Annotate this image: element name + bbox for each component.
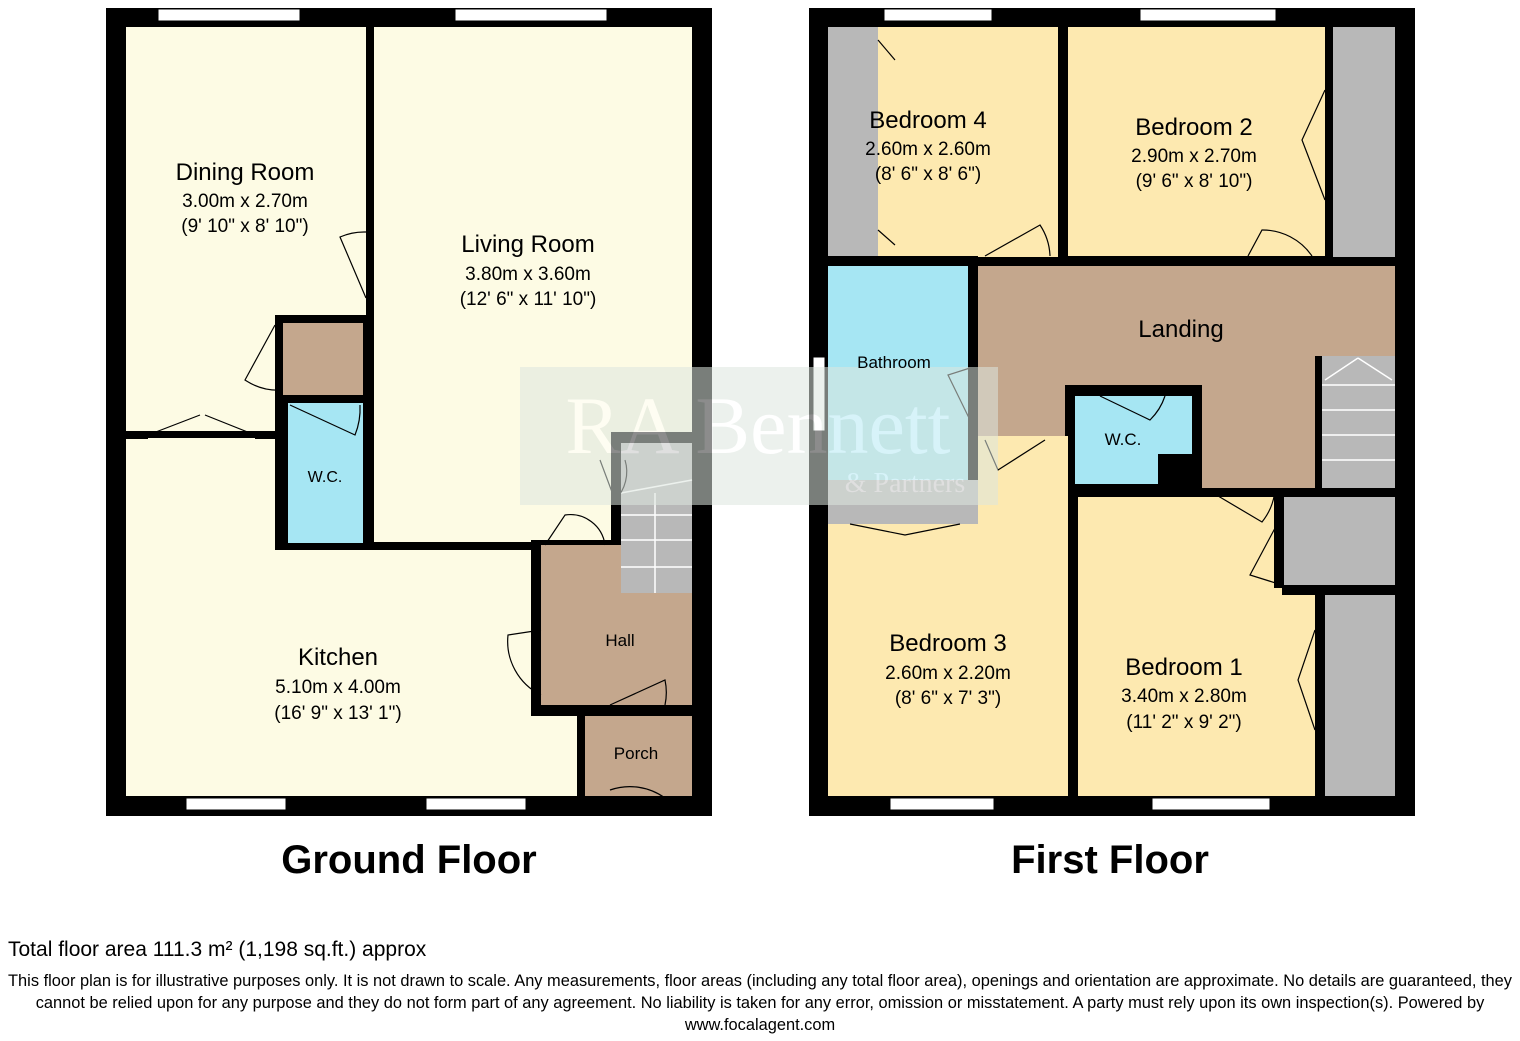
living-room-metric: 3.80m x 3.60m — [465, 264, 591, 285]
ground-wc-area — [288, 403, 363, 543]
bathroom-name: Bathroom — [857, 353, 931, 372]
door-porch — [609, 679, 667, 706]
bedroom2-wardrobe — [1333, 27, 1395, 257]
kitchen-metric: 5.10m x 4.00m — [275, 677, 401, 698]
window-bedroom1 — [1151, 797, 1271, 811]
first-wc-name: W.C. — [1105, 430, 1142, 449]
door-front — [609, 786, 667, 816]
watermark-main: RA Bennett — [566, 380, 951, 471]
bedroom2-metric: 2.90m x 2.70m — [1131, 146, 1257, 167]
total-floor-area: Total floor area 111.3 m² (1,198 sq.ft.)… — [8, 938, 427, 961]
door-bathroom-cupboard — [849, 523, 961, 536]
bedroom1-metric: 3.40m x 2.80m — [1121, 686, 1247, 707]
bedroom2-name: Bedroom 2 — [1135, 114, 1252, 141]
door-bedroom2 — [1247, 229, 1313, 257]
dining-room-imperial: (9' 10" x 8' 10") — [181, 216, 308, 237]
door-wc — [289, 404, 361, 436]
window-bedroom4 — [883, 8, 993, 22]
bedroom2-imperial: (9' 6" x 8' 10") — [1136, 171, 1253, 192]
window-bedroom2 — [1139, 8, 1277, 22]
bedroom4-name: Bedroom 4 — [869, 107, 986, 134]
door-bedroom2-wardrobe — [1301, 89, 1326, 201]
ground-wall-dining-living — [366, 27, 374, 542]
door-dining-store — [244, 324, 284, 391]
bedroom4-metric: 2.60m x 2.60m — [865, 139, 991, 160]
bedroom1-name: Bedroom 1 — [1125, 654, 1242, 681]
window-bedroom3 — [889, 797, 995, 811]
bedroom4-imperial: (8' 6" x 8' 6") — [875, 164, 981, 185]
ground-wall-dining-kitchen-right — [255, 431, 277, 439]
ground-wall-living-bottom — [374, 542, 542, 550]
door-bedroom1 — [1207, 489, 1276, 523]
bedroom1-imperial: (11' 2" x 9' 2") — [1126, 712, 1241, 733]
dining-room-metric: 3.00m x 2.70m — [182, 191, 308, 212]
door-bedroom4 — [984, 224, 1051, 257]
porch-name: Porch — [614, 744, 658, 763]
kitchen-area — [126, 438, 276, 796]
watermark-box — [520, 367, 998, 505]
landing-name: Landing — [1138, 316, 1223, 343]
ground-store — [283, 323, 363, 395]
first-floor-title: First Floor — [1011, 838, 1209, 882]
watermark-sub: & Partners — [845, 468, 966, 499]
living-room-name: Living Room — [461, 231, 594, 258]
door-bedroom1-wardrobe — [1297, 629, 1316, 731]
first-floor-plan — [809, 8, 1415, 816]
kitchen-imperial: (16' 9" x 13' 1") — [274, 703, 401, 724]
first-wc-stack — [1158, 454, 1192, 490]
kitchen-area-lower — [276, 550, 531, 796]
porch-area — [585, 716, 692, 796]
window-dining — [157, 8, 301, 22]
bedroom1-wardrobe — [1325, 595, 1395, 796]
kitchen-area-corner — [531, 710, 577, 796]
window-kitchen-right — [425, 797, 527, 811]
window-kitchen-left — [185, 797, 287, 811]
ground-windows — [157, 8, 608, 811]
bedroom3-name: Bedroom 3 — [889, 630, 1006, 657]
watermark: RA Bennett & Partners — [520, 367, 998, 505]
dining-room-name: Dining Room — [176, 159, 315, 186]
disclaimer-text: This floor plan is for illustrative purp… — [8, 972, 1512, 1034]
bedroom4-wardrobe — [828, 27, 878, 257]
kitchen-name: Kitchen — [298, 644, 378, 671]
door-hall-kitchen — [507, 629, 542, 696]
bedroom2-area — [1068, 27, 1326, 257]
door-dining-living — [339, 231, 367, 299]
door-hall-living — [544, 514, 606, 546]
door-first-wc — [1099, 395, 1166, 421]
ground-wall-dining-kitchen-left — [126, 431, 148, 439]
bedroom1-cupboard — [1282, 497, 1395, 585]
hall-name: Hall — [605, 631, 634, 650]
first-stair-treads — [1322, 357, 1395, 461]
ground-wc-name: W.C. — [308, 469, 343, 486]
bedroom3-metric: 2.60m x 2.20m — [885, 663, 1011, 684]
door-dining-kitchen — [147, 414, 256, 436]
door-bedroom4-wardrobe — [877, 39, 896, 246]
ground-floor-title: Ground Floor — [281, 838, 537, 882]
first-stairs-area — [1322, 356, 1395, 488]
window-living — [454, 8, 608, 22]
door-bedroom1-cupboard — [1249, 514, 1283, 586]
bedroom3-imperial: (8' 6" x 7' 3") — [895, 688, 1001, 709]
living-room-imperial: (12' 6" x 11' 10") — [460, 289, 597, 310]
bedroom3-area — [828, 524, 1068, 796]
